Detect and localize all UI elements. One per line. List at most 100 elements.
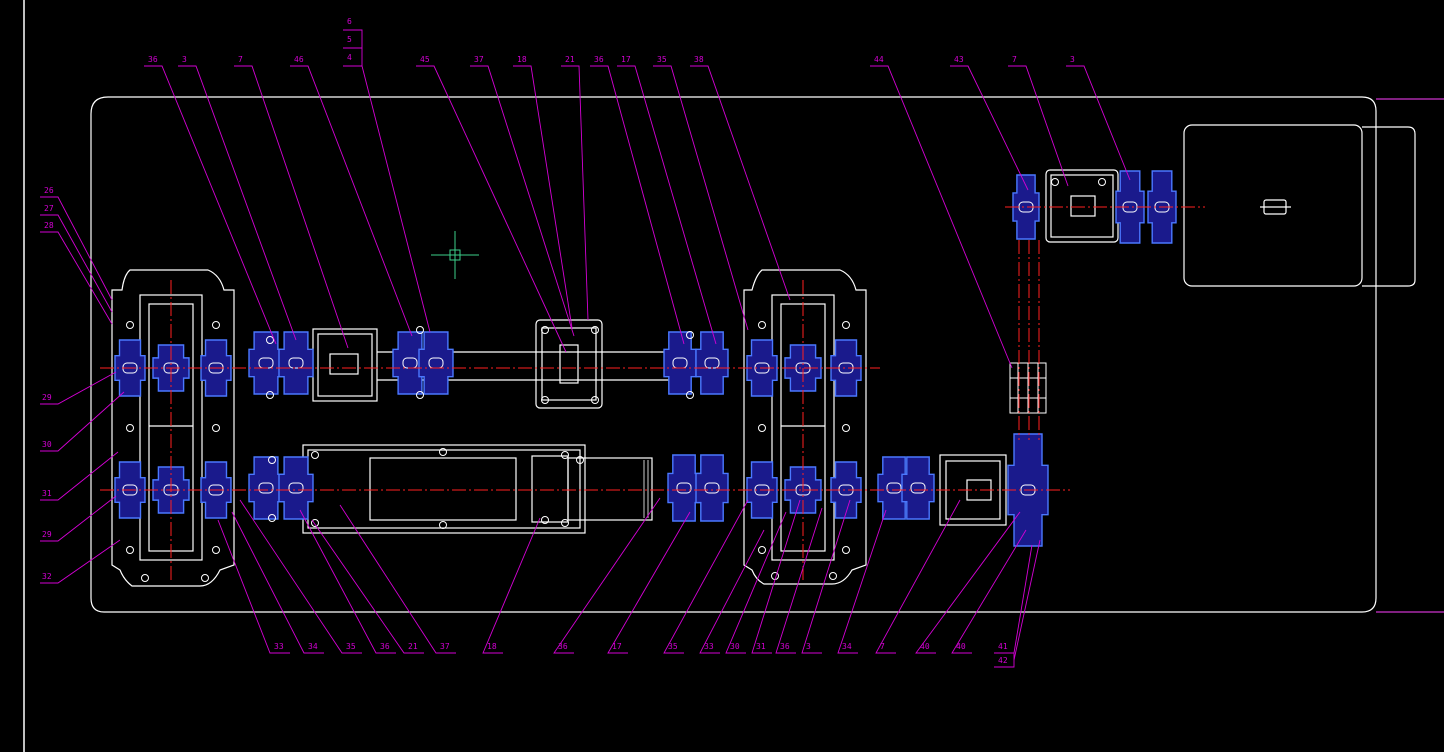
- part-label: 29: [42, 393, 52, 402]
- chain-drive: [1009, 362, 1047, 414]
- part-label: 36: [148, 55, 158, 64]
- coupling-body: [901, 456, 935, 520]
- upper-right-bearing-box: [1045, 169, 1119, 243]
- leader-line: [870, 65, 1013, 369]
- leader-line: [553, 497, 661, 654]
- leader-line: [40, 495, 117, 542]
- bolt-circle: [541, 396, 549, 404]
- shaft-coupling: [278, 456, 314, 520]
- leader-line: [416, 65, 567, 353]
- part-label: 30: [730, 642, 740, 651]
- leader-line: [915, 511, 1021, 654]
- part-label: 36: [780, 642, 790, 651]
- shaft-coupling: [901, 456, 935, 520]
- coupling-keyway: [676, 482, 692, 494]
- bolt-circle: [416, 391, 424, 399]
- part-label: 27: [44, 204, 54, 213]
- leader-line: [590, 65, 685, 345]
- part-label: 33: [704, 642, 714, 651]
- leader-line: [40, 214, 113, 313]
- bolt-circle: [591, 396, 599, 404]
- part-label: 40: [956, 642, 966, 651]
- bolt-circle: [266, 391, 274, 399]
- leader-line: [40, 451, 119, 501]
- leader-line: [339, 504, 456, 654]
- coupling-body: [248, 331, 284, 395]
- part-label: 44: [874, 55, 884, 64]
- left-gearbox: [111, 269, 235, 587]
- electric-motor: [1183, 124, 1416, 287]
- bolt-circle: [686, 331, 694, 339]
- leader-line: [607, 511, 691, 654]
- part-label: 29: [42, 530, 52, 539]
- bolt-circle: [1098, 178, 1106, 186]
- leader-line: [775, 507, 823, 654]
- part-label: 45: [420, 55, 430, 64]
- bolt-circle: [561, 451, 569, 459]
- bolt-circle: [266, 336, 274, 344]
- leader-line: [751, 499, 801, 654]
- part-label: 36: [558, 642, 568, 651]
- coupling-keyway: [288, 357, 304, 369]
- bolt-circle: [541, 516, 549, 524]
- leader-line: [40, 231, 113, 325]
- bolt-circle: [141, 574, 149, 582]
- leader-line: [950, 65, 1029, 191]
- shaft-coupling: [695, 454, 729, 522]
- bolt-circle: [212, 321, 220, 329]
- part-label: 46: [294, 55, 304, 64]
- bolt-circle: [829, 572, 837, 580]
- bolt-circle: [126, 321, 134, 329]
- shaft-coupling: [1012, 174, 1040, 240]
- part-label: 41: [998, 642, 1008, 651]
- shaft-coupling: [667, 454, 701, 522]
- coupling-body: [830, 461, 862, 519]
- leader-line: [690, 65, 791, 301]
- part-label: 34: [308, 642, 318, 651]
- coupling-body: [278, 456, 314, 520]
- part-label: 36: [594, 55, 604, 64]
- coupling-body: [695, 331, 729, 395]
- leader-line: [951, 529, 1027, 654]
- coupling-keyway: [910, 482, 926, 494]
- part-label: 3: [182, 55, 187, 64]
- right-gearbox: [743, 269, 867, 585]
- part-label: 40: [920, 642, 930, 651]
- leader-line: [231, 511, 324, 654]
- leader-line: [561, 65, 589, 321]
- leader-line: [837, 509, 887, 654]
- leader-line: [482, 517, 541, 654]
- part-label: 36: [380, 642, 390, 651]
- leader-line: [40, 391, 125, 452]
- coupling-keyway: [288, 482, 304, 494]
- shaft-coupling: [695, 331, 729, 395]
- leader-line: [40, 539, 121, 584]
- part-label: 5: [347, 35, 352, 44]
- part-label: 32: [42, 572, 52, 581]
- coupling-keyway: [258, 482, 274, 494]
- bolt-circle: [439, 448, 447, 456]
- part-label: 26: [44, 186, 54, 195]
- shaft-coupling: [248, 331, 284, 395]
- part-label: 6: [347, 17, 352, 26]
- part-label: 3: [1070, 55, 1075, 64]
- bolt-circle: [561, 519, 569, 527]
- coupling-body: [248, 456, 284, 520]
- part-label: 18: [487, 642, 497, 651]
- shaft-coupling: [248, 456, 284, 520]
- coupling-body: [667, 454, 701, 522]
- leader-line: [299, 509, 396, 654]
- part-label: 4: [347, 53, 352, 62]
- bolt-circle: [576, 456, 584, 464]
- part-label: 7: [238, 55, 243, 64]
- coupling-body: [695, 454, 729, 522]
- bolt-circle: [212, 546, 220, 554]
- shaft-coupling: [663, 331, 697, 395]
- leader-line: [725, 511, 787, 654]
- leader-line: [1013, 544, 1033, 654]
- shaft-coupling: [418, 331, 454, 395]
- leader-line: [1008, 65, 1069, 187]
- part-label: 35: [657, 55, 667, 64]
